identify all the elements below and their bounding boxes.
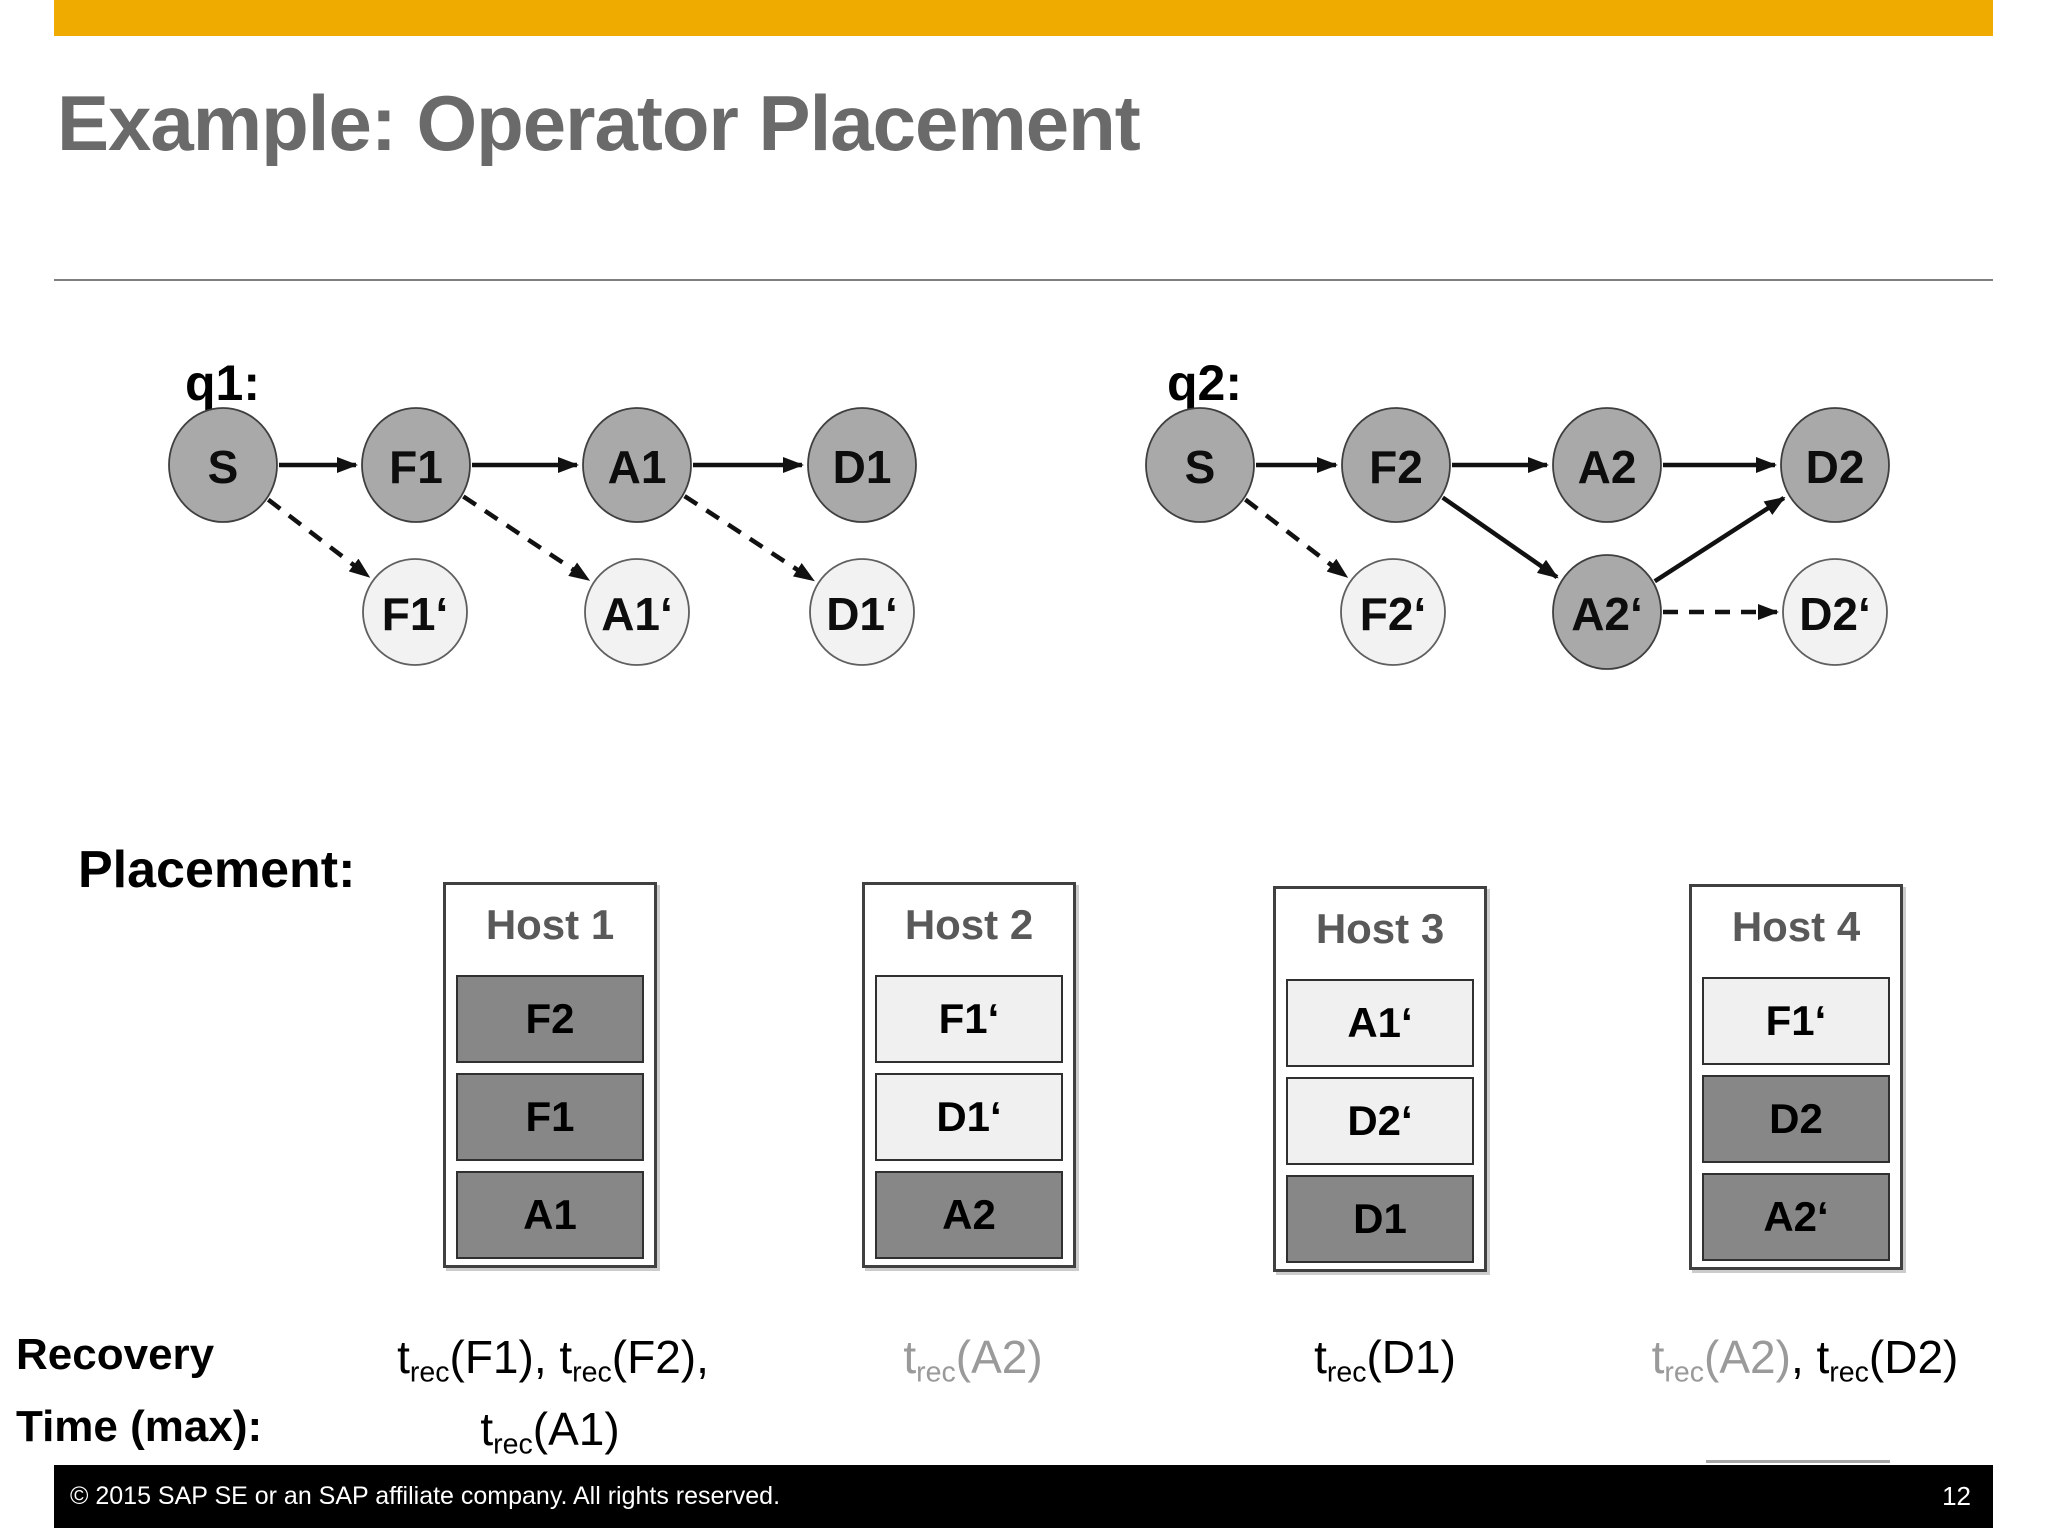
recovery-label-line2: Time (max): — [16, 1402, 263, 1451]
title-divider — [54, 279, 1993, 281]
node-label-q2-F2: F2 — [1369, 441, 1423, 493]
host-box-3: Host 3 A1‘ D2‘ D1 — [1273, 886, 1487, 1272]
recovery-time-host3: trec(D1) — [1314, 1331, 1456, 1389]
node-q1-D1p — [809, 558, 915, 666]
host-operator-D2: D2 — [1702, 1075, 1890, 1163]
edge-q1-F1-A1p-dashed — [462, 494, 591, 582]
node-label-q2-S: S — [1185, 441, 1216, 493]
node-label-q2-F2p: F2‘ — [1360, 588, 1426, 640]
node-q1-S — [168, 407, 278, 523]
host-title: Host 1 — [485, 901, 615, 948]
host-operator-D1: D1 — [1286, 1175, 1474, 1263]
host-operator-D2-replica: D2‘ — [1286, 1077, 1474, 1165]
node-q1-A1 — [582, 407, 692, 523]
host-operator-F1-replica: F1‘ — [1702, 977, 1890, 1065]
page-title: Example: Operator Placement — [57, 79, 1141, 167]
node-q2-D2p — [1782, 558, 1888, 666]
edge-q2-S-F2p-dashed — [1244, 497, 1349, 579]
host-title: Host 4 — [1731, 903, 1861, 950]
edge-q2-F2-A2p-solid — [1441, 495, 1559, 580]
host-operator-A1: A1 — [456, 1171, 644, 1259]
recovery-time-host2: trec(A2) — [903, 1331, 1043, 1389]
node-label-q1-A1p: A1‘ — [601, 588, 673, 640]
node-label-q2-A2: A2 — [1578, 441, 1637, 493]
footer-bar: © 2015 SAP SE or an SAP affiliate compan… — [54, 1465, 1993, 1528]
node-label-q1-D1p: D1‘ — [826, 588, 898, 640]
host-operator-A2: A2‘ — [1702, 1173, 1890, 1261]
node-label-q1-A1: A1 — [608, 441, 667, 493]
node-label-q1-F1p: F1‘ — [382, 588, 448, 640]
edge-q2-A2p-D2-solid — [1653, 496, 1786, 584]
recovery-time-host1: trec(F1), trec(F2), — [397, 1331, 709, 1389]
node-q1-A1p — [584, 558, 690, 666]
node-label-q1-S: S — [208, 441, 239, 493]
node-q2-F2p — [1340, 558, 1446, 666]
recovery-time-host4: trec(A2), trec(D2) — [1651, 1331, 1959, 1389]
node-q1-D1 — [807, 407, 917, 523]
host-operator-F1: F1 — [456, 1073, 644, 1161]
graph-label-q2: q2: — [1167, 355, 1242, 411]
node-q2-S — [1145, 407, 1255, 523]
host-box-2: Host 2 F1‘ D1‘ A2 — [862, 882, 1076, 1268]
node-label-q2-D2p: D2‘ — [1799, 588, 1871, 640]
host-operator-F2: F2 — [456, 975, 644, 1063]
graph-label-q1: q1: — [185, 355, 260, 411]
host-title: Host 2 — [904, 901, 1034, 948]
recovery-label-line1: Recovery — [16, 1330, 215, 1379]
host-operator-A1-replica: A1‘ — [1286, 979, 1474, 1067]
host-operator-list: F1‘ D1‘ A2 — [875, 975, 1063, 1259]
placement-section-label: Placement: — [78, 841, 356, 899]
node-label-q2-A2p: A2‘ — [1571, 588, 1643, 640]
node-q2-D2 — [1780, 407, 1890, 523]
accent-top-bar — [54, 0, 1993, 36]
host-operator-F1-replica: F1‘ — [875, 975, 1063, 1063]
host-title: Host 3 — [1315, 905, 1445, 952]
footer-page-number: 12 — [1942, 1481, 1971, 1511]
node-q2-A2 — [1552, 407, 1662, 523]
footer-artifact-line — [1706, 1460, 1890, 1463]
node-q2-F2 — [1341, 407, 1451, 523]
footer-copyright: © 2015 SAP SE or an SAP affiliate compan… — [70, 1482, 781, 1510]
node-q2-A2p — [1552, 554, 1662, 670]
edge-q1-A1-D1p-dashed — [683, 494, 815, 583]
node-label-q2-D2: D2 — [1806, 441, 1865, 493]
recovery-time-host1-line2: trec(A1) — [480, 1403, 620, 1461]
host-operator-D1-replica: D1‘ — [875, 1073, 1063, 1161]
node-label-q1-D1: D1 — [833, 441, 892, 493]
host-operator-A2: A2 — [875, 1171, 1063, 1259]
edge-q1-S-F1p-dashed — [266, 497, 371, 579]
node-label-q1-F1: F1 — [389, 441, 443, 493]
host-operator-list: A1‘ D2‘ D1 — [1286, 979, 1474, 1263]
node-q1-F1p — [362, 558, 468, 666]
node-q1-F1 — [361, 407, 471, 523]
